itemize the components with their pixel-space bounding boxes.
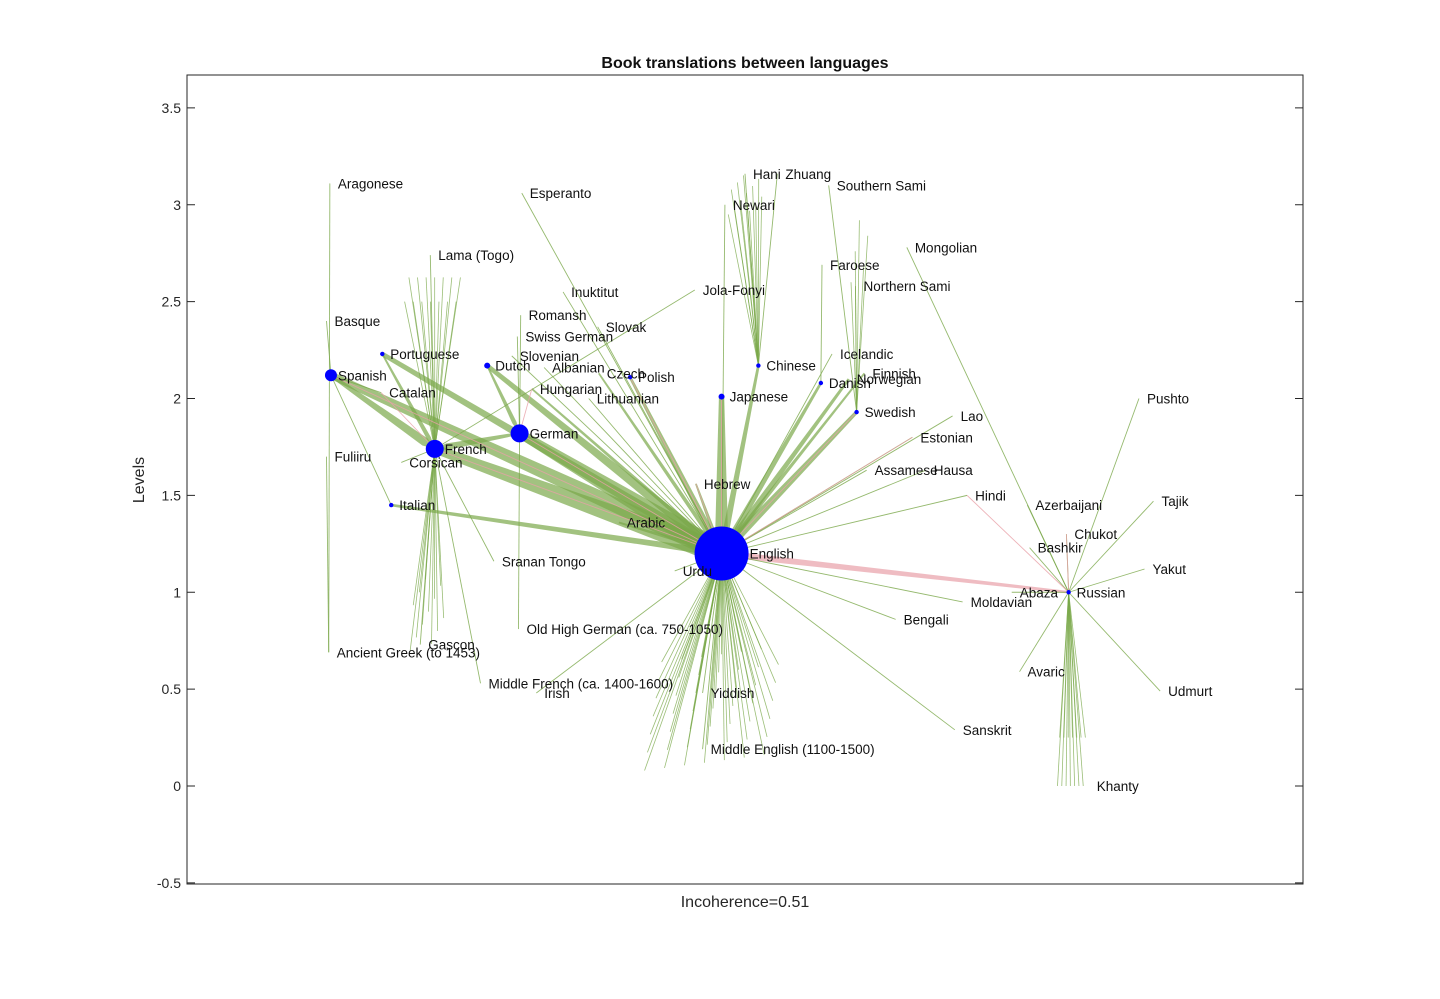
node-label-english: English bbox=[750, 547, 794, 562]
y-tick-label: -0.5 bbox=[157, 875, 181, 891]
y-axis-label: Levels bbox=[131, 457, 148, 503]
node-label-udmurt: Udmurt bbox=[1168, 684, 1213, 699]
node-label-swedish: Swedish bbox=[865, 405, 916, 420]
node-label-jola-fonyi: Jola-Fonyi bbox=[703, 283, 765, 298]
y-tick-label: 1.5 bbox=[162, 487, 182, 503]
node-label-northern-sami: Northern Sami bbox=[863, 279, 950, 294]
node-label-southern-sami: Southern Sami bbox=[837, 178, 926, 193]
node-danish bbox=[819, 381, 823, 385]
node-label-fuliiru: Fuliiru bbox=[335, 450, 372, 465]
node-dutch bbox=[484, 363, 490, 369]
node-label-arabic: Arabic bbox=[627, 516, 666, 531]
y-tick-label: 3.5 bbox=[162, 100, 182, 116]
node-label-albanian: Albanian bbox=[552, 361, 605, 376]
node-chinese bbox=[756, 363, 760, 367]
node-label-esperanto: Esperanto bbox=[530, 186, 592, 201]
node-label-khanty: Khanty bbox=[1097, 779, 1139, 794]
node-label-german: German bbox=[530, 426, 579, 441]
node-label-basque: Basque bbox=[335, 314, 381, 329]
y-tick-label: 1 bbox=[173, 584, 181, 600]
node-label-tajik: Tajik bbox=[1161, 494, 1188, 509]
node-label-middle-french-ca: Middle French (ca. 1400-1600) bbox=[489, 676, 674, 691]
node-label-catalan: Catalan bbox=[389, 386, 436, 401]
node-label-corsican: Corsican bbox=[409, 455, 462, 470]
node-label-lithuanian: Lithuanian bbox=[597, 392, 659, 407]
node-label-hani: Hani bbox=[753, 167, 781, 182]
node-label-lao: Lao bbox=[961, 409, 984, 424]
node-label-chinese: Chinese bbox=[766, 359, 816, 374]
node-german bbox=[511, 424, 529, 442]
node-label-hebrew: Hebrew bbox=[704, 477, 751, 492]
node-label-spanish: Spanish bbox=[338, 368, 387, 383]
node-label-irish: Irish bbox=[544, 686, 570, 701]
node-portuguese bbox=[380, 352, 384, 356]
node-label-lama-togo: Lama (Togo) bbox=[438, 248, 514, 263]
node-label-urdu: Urdu bbox=[683, 564, 712, 579]
node-label-pushto: Pushto bbox=[1147, 392, 1189, 407]
node-label-icelandic: Icelandic bbox=[840, 347, 894, 362]
node-label-polish: Polish bbox=[638, 370, 675, 385]
node-label-yiddish: Yiddish bbox=[711, 686, 755, 701]
node-label-faroese: Faroese bbox=[830, 258, 880, 273]
node-label-azerbaijani: Azerbaijani bbox=[1035, 498, 1102, 513]
node-label-slovak: Slovak bbox=[606, 320, 647, 335]
node-label-italian: Italian bbox=[399, 498, 435, 513]
node-italian bbox=[389, 503, 393, 507]
node-japanese bbox=[719, 394, 725, 400]
node-label-avaric: Avaric bbox=[1028, 665, 1066, 680]
node-spanish bbox=[325, 369, 337, 381]
node-label-swiss-german: Swiss German bbox=[525, 330, 613, 345]
node-label-newari: Newari bbox=[733, 198, 775, 213]
y-tick-label: 2.5 bbox=[162, 294, 182, 310]
node-label-finnish: Finnish bbox=[872, 366, 916, 381]
node-label-bengali: Bengali bbox=[904, 612, 949, 627]
node-label-inuktitut: Inuktitut bbox=[571, 285, 619, 300]
node-label-mongolian: Mongolian bbox=[915, 240, 977, 255]
node-label-old-high-german-ca: Old High German (ca. 750-1050) bbox=[526, 622, 723, 637]
node-swedish bbox=[854, 410, 858, 414]
y-tick-label: 2 bbox=[173, 391, 181, 407]
node-label-hungarian: Hungarian bbox=[540, 382, 602, 397]
node-label-yakut: Yakut bbox=[1153, 562, 1187, 577]
y-tick-label: 3 bbox=[173, 197, 181, 213]
node-label-sanskrit: Sanskrit bbox=[963, 723, 1012, 738]
node-label-assamese: Assamese bbox=[875, 463, 938, 478]
node-label-moldavian: Moldavian bbox=[971, 595, 1033, 610]
node-label-gascon: Gascon bbox=[428, 638, 475, 653]
node-label-sranan-tongo: Sranan Tongo bbox=[502, 554, 586, 569]
chart-title: Book translations between languages bbox=[601, 55, 888, 72]
node-label-aragonese: Aragonese bbox=[338, 176, 403, 191]
node-label-hindi: Hindi bbox=[975, 488, 1006, 503]
node-label-middle-english: Middle English (1100-1500) bbox=[711, 742, 875, 757]
node-label-japanese: Japanese bbox=[730, 390, 789, 405]
node-label-bashkir: Bashkir bbox=[1038, 541, 1084, 556]
node-label-estonian: Estonian bbox=[920, 430, 973, 445]
y-tick-label: 0 bbox=[173, 778, 181, 794]
node-russian bbox=[1066, 590, 1070, 594]
node-label-romansh: Romansh bbox=[529, 308, 587, 323]
x-axis-label: Incoherence=0.51 bbox=[681, 894, 810, 911]
y-tick-label: 0.5 bbox=[162, 681, 182, 697]
node-label-russian: Russian bbox=[1077, 585, 1126, 600]
node-label-zhuang: Zhuang bbox=[785, 167, 831, 182]
node-label-dutch: Dutch bbox=[495, 359, 530, 374]
node-label-hausa: Hausa bbox=[934, 463, 974, 478]
node-label-portuguese: Portuguese bbox=[390, 347, 459, 362]
